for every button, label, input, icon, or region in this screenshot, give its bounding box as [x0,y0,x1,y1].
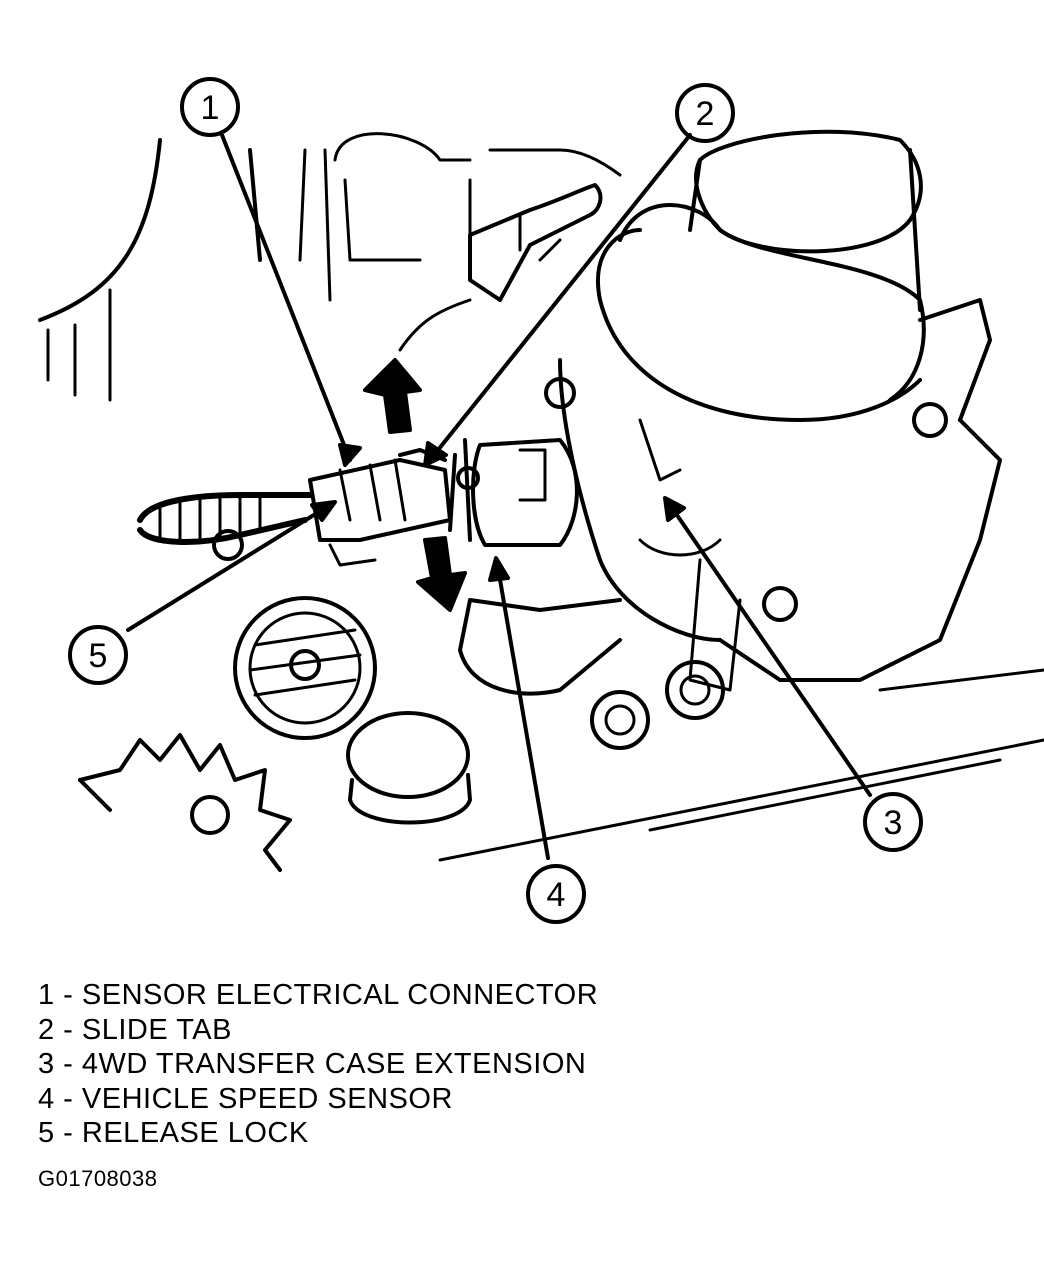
callout-label-1: 1 [201,89,220,127]
callout-leaders [126,133,872,860]
gear-teeth-lower-left [78,733,292,872]
bolt-heads [212,377,948,622]
legend: 1 - SENSOR ELECTRICAL CONNECTOR 2 - SLID… [38,978,938,1151]
exploded-view-illustration: 1 2 3 4 5 [38,77,1044,924]
callout-circle-5 [68,625,128,685]
transfer-case-extension [438,129,1044,862]
legend-item-5: 5 - RELEASE LOCK [38,1117,309,1149]
callout-label-3: 3 [884,804,903,842]
legend-item-1: 1 - SENSOR ELECTRICAL CONNECTOR [38,979,599,1011]
vehicle-speed-sensor [448,438,579,547]
callout-circle-3 [863,792,923,852]
callout-circle-1 [180,77,240,137]
legend-item-4: 4 - VEHICLE SPEED SENSOR [38,1082,453,1115]
callout-label-4: 4 [547,876,566,914]
mounting-bracket [398,183,603,352]
callout-circle-4 [526,864,586,924]
slide-direction-arrows [363,358,467,612]
legend-item-2: 2 - SLIDE TAB [38,1013,232,1046]
vehicle-body-outline [38,132,622,402]
wiring-harness [137,492,313,545]
speedometer-pinion-gear [233,596,377,740]
legend-item-3: 3 - 4WD TRANSFER CASE EXTENSION [38,1048,587,1080]
callout-label-2: 2 [696,95,715,133]
callout-label-5: 5 [89,637,108,675]
figure-id: G01708038 [38,1166,158,1191]
o-ring-seal [346,711,472,825]
callout-circle-2 [675,83,735,143]
small-gears [590,660,725,750]
